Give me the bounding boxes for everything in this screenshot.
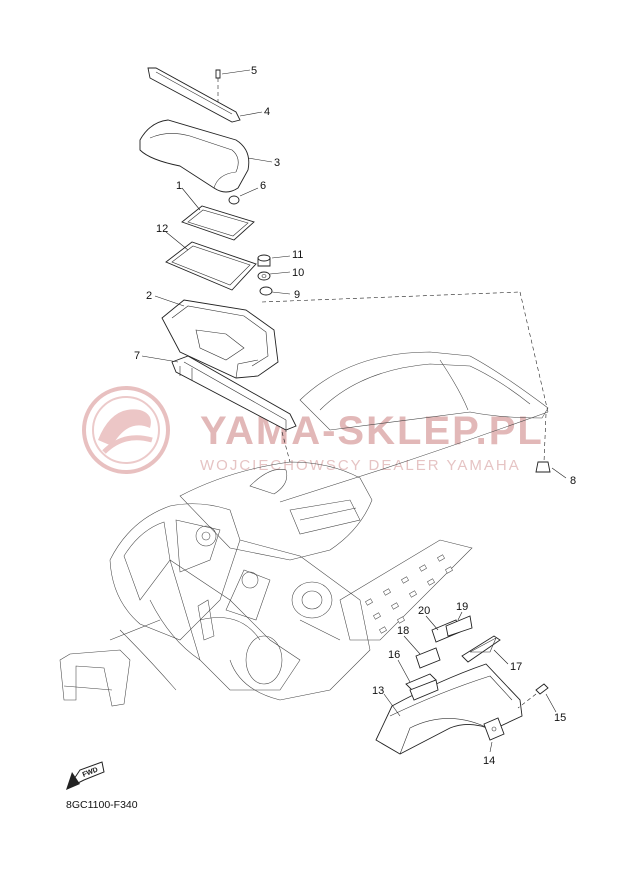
part-5-bolt [215, 69, 251, 110]
part-16-clip [397, 659, 439, 701]
callout-4: 4 [264, 106, 270, 118]
callout-20: 20 [418, 605, 430, 617]
part-3-cover [139, 119, 273, 193]
tunnel-holes [365, 554, 453, 634]
callout-15: 15 [554, 712, 566, 724]
callout-5: 5 [251, 65, 257, 77]
part-10-washer [257, 271, 291, 281]
fwd-arrow-icon: FWD [66, 761, 105, 790]
part-15-bolt [517, 683, 557, 713]
callout-2: 2 [146, 290, 152, 302]
callout-19: 19 [456, 601, 468, 613]
assembly-lines [261, 291, 549, 463]
part-2-housing [154, 295, 279, 379]
callout-9: 9 [294, 289, 300, 301]
callout-1: 1 [176, 180, 182, 192]
callout-10: 10 [292, 267, 304, 279]
diagram-code: 8GC1100-F340 [66, 799, 138, 811]
part-18-label [403, 635, 441, 669]
callout-7: 7 [134, 350, 140, 362]
part-6-nut [228, 187, 259, 205]
part-12-filter [165, 231, 257, 291]
part-7-bracket [141, 355, 297, 432]
callout-13: 13 [372, 685, 384, 697]
callout-17: 17 [510, 661, 522, 673]
callout-3: 3 [274, 157, 280, 169]
callout-12: 12 [156, 223, 168, 235]
watermark-logo [82, 386, 170, 474]
callout-8: 8 [570, 475, 576, 487]
part-4-strap [147, 67, 263, 123]
part-19-plate [445, 611, 473, 637]
part-11-fitting [257, 254, 291, 267]
part-13-rear-guard [375, 663, 523, 755]
vehicle-body [59, 351, 549, 707]
watermark: YAMA-SKLEP.PL WOJCIECHOWSCY DEALER YAMAH… [82, 386, 544, 474]
callout-6: 6 [260, 180, 266, 192]
part-8-bolt [535, 461, 567, 479]
part-1-filter [181, 187, 255, 241]
callout-14: 14 [483, 755, 495, 767]
part-14-plate [483, 717, 505, 753]
callout-11: 11 [292, 249, 303, 261]
callout-labels: 5 4 3 6 1 12 11 10 9 2 7 8 19 20 18 16 1… [134, 65, 576, 767]
part-9-grommet [259, 286, 291, 296]
callout-18: 18 [397, 625, 409, 637]
callout-16: 16 [388, 649, 400, 661]
watermark-title: YAMA-SKLEP.PL [200, 409, 544, 453]
watermark-subtitle: WOJCIECHOWSCY DEALER YAMAHA [200, 457, 521, 474]
part-17-bracket [461, 635, 509, 665]
